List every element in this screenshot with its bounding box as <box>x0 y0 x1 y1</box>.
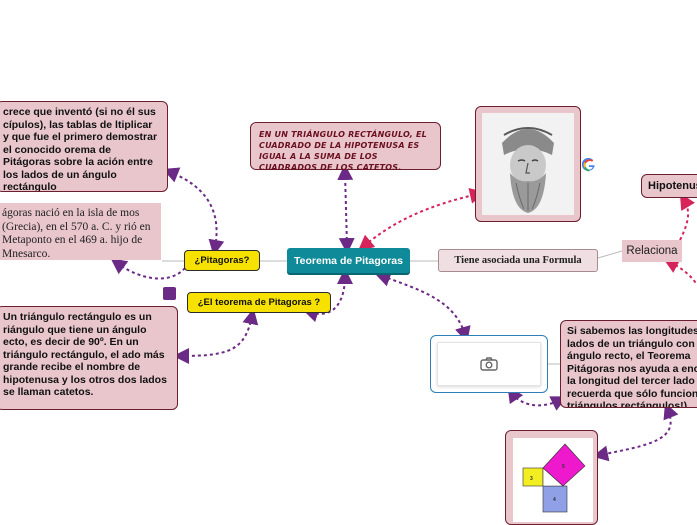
junction-node[interactable] <box>163 287 176 300</box>
longitud-node[interactable]: Si sabemos las longitudes lados de un tr… <box>560 320 697 408</box>
pythagoras-square-figure: 3 4 5 <box>513 438 593 522</box>
teorema-topic[interactable]: ¿El teorema de Pitagoras ? <box>187 292 331 313</box>
label-c: 5 <box>562 464 565 470</box>
triangulo-node[interactable]: Un triángulo rectángulo es un riángulo q… <box>0 306 178 410</box>
invento-node[interactable]: crece que inventó (si no él sus cípulos)… <box>0 101 168 192</box>
hipotenusa-node[interactable]: Hipotenus <box>641 174 697 198</box>
relaciona-node[interactable]: Relaciona <box>622 240 682 262</box>
square-a <box>522 467 544 487</box>
image-placeholder-node[interactable] <box>430 335 548 393</box>
link-pitagoras-bio <box>110 258 186 280</box>
biografia-node[interactable]: ágoras nació en la isla de mos (Grecia),… <box>0 203 161 260</box>
link-center-camera <box>374 271 471 343</box>
link-teorema-center <box>302 268 353 323</box>
definicion-node[interactable]: En un triángulo rectángulo, el cuadrado … <box>250 122 441 172</box>
link-camera-longitud <box>507 386 568 411</box>
link-teorema-triangulo <box>173 308 259 364</box>
link-relaciona-down <box>662 258 697 286</box>
pythagoras-photo-node[interactable] <box>475 106 581 222</box>
formula-node[interactable]: Tiene asociada una Formula <box>438 249 598 272</box>
google-icon[interactable] <box>581 157 596 172</box>
link-longitud-figura <box>592 402 679 462</box>
camera-icon <box>480 357 498 371</box>
pitagoras-topic[interactable]: ¿Pitagoras? <box>184 250 260 271</box>
link-center-definicion <box>337 164 355 254</box>
link-center-photo <box>357 187 486 252</box>
central-topic[interactable]: Teorema de Pitagoras <box>287 248 410 273</box>
label-b: 4 <box>553 497 556 503</box>
label-a: 3 <box>530 476 533 482</box>
square-b <box>542 485 568 513</box>
link-relaciona-hipotenusa <box>679 193 695 241</box>
link-pitagoras-invento <box>162 167 225 256</box>
pythagoras-figure-node[interactable]: 3 4 5 <box>505 430 598 525</box>
pythagoras-portrait <box>482 113 574 215</box>
